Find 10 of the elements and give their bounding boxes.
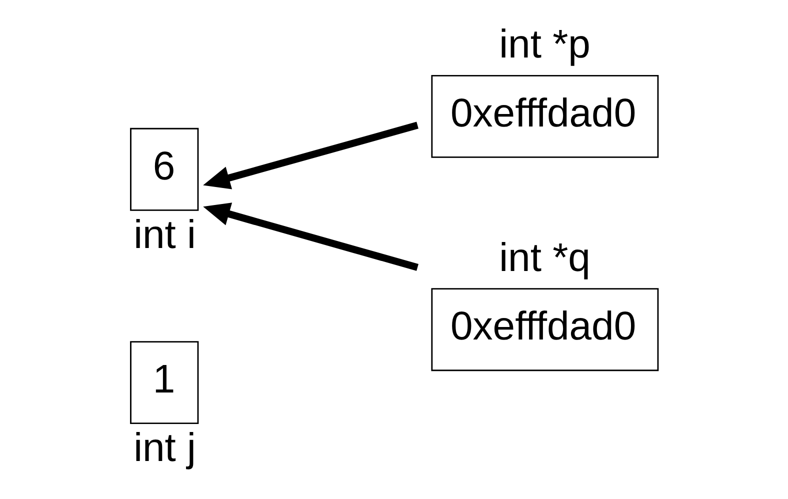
node-box: 0xefffdad0 [431, 288, 659, 372]
node-label: int *q [499, 236, 590, 280]
node-label: int i [134, 212, 196, 257]
node-label: int j [134, 426, 196, 470]
node-box: 0xefffdad0 [431, 74, 659, 158]
arrow [203, 122, 418, 190]
arrow [203, 202, 418, 271]
node-label: int *p [499, 22, 590, 67]
node-box: 6 [130, 128, 199, 211]
node-box: 1 [130, 341, 199, 424]
